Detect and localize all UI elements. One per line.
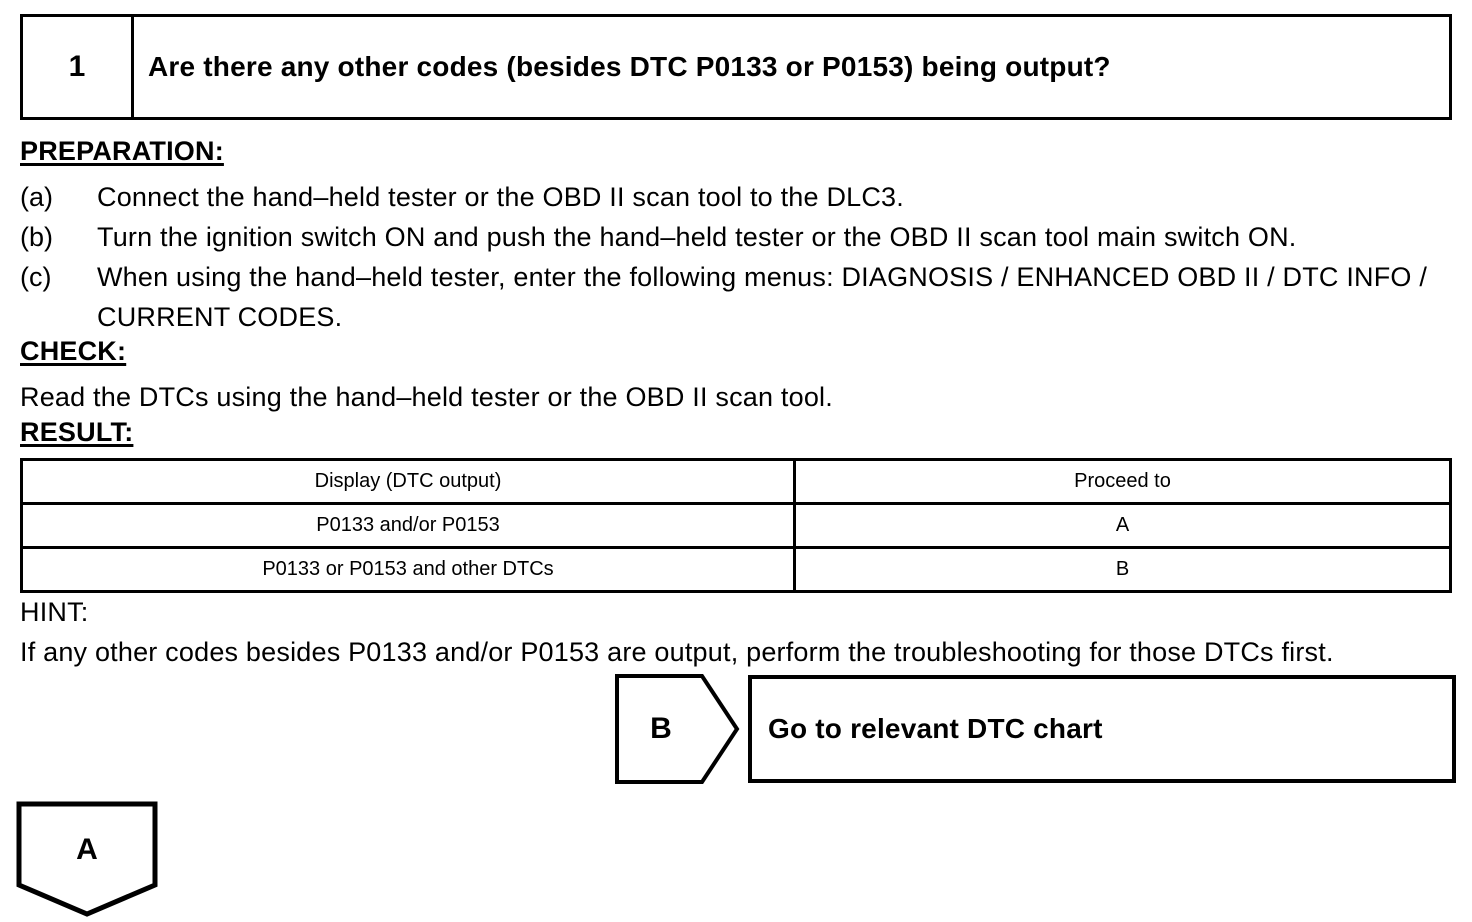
result-table: Display (DTC output) Proceed to P0133 an…	[20, 458, 1452, 593]
table-row: P0133 and/or P0153 A	[20, 502, 1452, 549]
item-c-label: (c)	[20, 262, 52, 292]
row-1-proceed-to: A	[793, 502, 1452, 549]
connector-b: B	[615, 673, 742, 785]
row-2-display: P0133 or P0153 and other DTCs	[20, 546, 796, 593]
row-1-display: P0133 and/or P0153	[20, 502, 796, 549]
row-2-proceed-to: B	[793, 546, 1452, 593]
step-number: 1	[23, 17, 134, 117]
result-table-header-row: Display (DTC output) Proceed to	[20, 458, 1452, 505]
preparation-item-a: (a) Connect the hand–held tester or the …	[20, 177, 1452, 217]
column-header-proceed-to: Proceed to	[793, 458, 1452, 505]
action-box: Go to relevant DTC chart	[748, 675, 1456, 783]
question-header-box: 1 Are there any other codes (besides DTC…	[20, 14, 1452, 120]
preparation-heading: PREPARATION:	[20, 136, 224, 166]
connector-b-arrow-shape	[615, 674, 740, 784]
table-row: P0133 or P0153 and other DTCs B	[20, 546, 1452, 593]
hint-text: If any other codes besides P0133 and/or …	[20, 637, 1334, 667]
preparation-item-c: (c) When using the hand–held tester, ent…	[20, 257, 1452, 337]
connector-b-row: B Go to relevant DTC chart	[615, 673, 1456, 785]
hint-label: HINT:	[20, 597, 89, 627]
preparation-item-b: (b) Turn the ignition switch ON and push…	[20, 217, 1452, 257]
connector-b-label: B	[650, 712, 672, 745]
item-b-text: Turn the ignition switch ON and push the…	[97, 222, 1297, 252]
item-a-label: (a)	[20, 182, 53, 212]
column-header-display: Display (DTC output)	[20, 458, 796, 505]
question-text: Are there any other codes (besides DTC P…	[148, 51, 1111, 82]
item-a-text: Connect the hand–held tester or the OBD …	[97, 182, 904, 212]
item-c-text: When using the hand–held tester, enter t…	[97, 262, 1428, 332]
connector-a: A	[16, 801, 158, 917]
check-heading: CHECK:	[20, 336, 127, 366]
connector-a-label: A	[76, 833, 98, 866]
item-b-label: (b)	[20, 222, 53, 252]
connector-a-flag-shape	[16, 801, 158, 917]
check-text: Read the DTCs using the hand–held tester…	[20, 382, 833, 412]
result-heading: RESULT:	[20, 417, 134, 447]
